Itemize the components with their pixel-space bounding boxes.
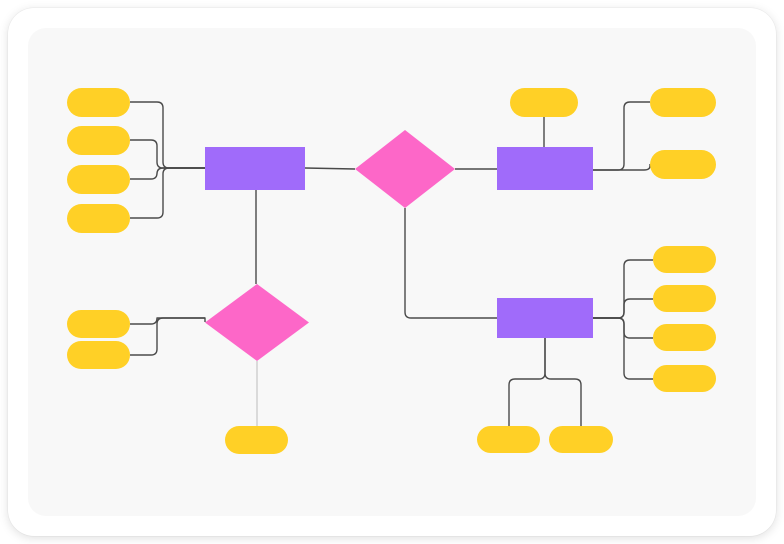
process-box-main-shape[interactable] (205, 147, 305, 190)
edge-ll2-to-decision2 (130, 317, 205, 356)
edge-process3-to-br2 (593, 298, 653, 319)
pill-top-right-out-2[interactable] (650, 150, 716, 179)
process-box-bottom-right-shape[interactable] (497, 298, 593, 338)
pill-lower-left-1[interactable] (67, 310, 130, 338)
decision-diamond-2[interactable] (205, 284, 309, 361)
process-box-top-right[interactable] (497, 147, 593, 190)
pill-bottom-right-out-2-shape[interactable] (653, 285, 716, 312)
pill-bottom-child-1-shape[interactable] (477, 426, 540, 453)
nodes-layer (67, 88, 716, 454)
edge-process3-to-bot2 (544, 338, 582, 426)
edge-left2-to-process (130, 139, 205, 169)
pill-left-input-3-shape[interactable] (67, 165, 130, 194)
pill-top-right-above-shape[interactable] (510, 88, 578, 117)
pill-left-input-1-shape[interactable] (67, 88, 130, 117)
decision-diamond-1-shape[interactable] (355, 130, 455, 208)
process-box-bottom-right[interactable] (497, 298, 593, 338)
pill-lower-left-1-shape[interactable] (67, 310, 130, 338)
edge-process2-to-tr1 (593, 101, 650, 171)
edge-process3-to-br1 (593, 259, 653, 319)
edge-left3-to-process (130, 167, 205, 180)
edge-process3-to-br4 (593, 317, 653, 380)
edge-process-to-decision1 (304, 167, 356, 170)
edge-process2-to-tr2 (593, 164, 651, 171)
pill-bottom-right-out-4[interactable] (653, 365, 716, 392)
pill-top-right-above[interactable] (510, 88, 578, 117)
pill-bottom-right-out-1-shape[interactable] (653, 246, 716, 273)
flowchart-canvas[interactable] (28, 28, 756, 516)
edge-left4-to-process (130, 167, 205, 219)
pill-diamond2-output-shape[interactable] (225, 426, 288, 454)
pill-top-right-out-2-shape[interactable] (650, 150, 716, 179)
process-box-top-right-shape[interactable] (497, 147, 593, 190)
pill-bottom-child-2-shape[interactable] (549, 426, 613, 453)
process-box-main[interactable] (205, 147, 305, 190)
pill-bottom-right-out-4-shape[interactable] (653, 365, 716, 392)
pill-bottom-right-out-2[interactable] (653, 285, 716, 312)
pill-left-input-4-shape[interactable] (67, 204, 130, 233)
edge-left1-to-process (130, 101, 205, 169)
pill-bottom-right-out-1[interactable] (653, 246, 716, 273)
edge-decision1-to-process3 (404, 208, 497, 319)
pill-diamond2-output[interactable] (225, 426, 288, 454)
pill-left-input-2-shape[interactable] (67, 126, 130, 155)
pill-left-input-2[interactable] (67, 126, 130, 155)
pill-lower-left-2-shape[interactable] (67, 341, 130, 369)
edge-ll1-to-decision2 (130, 317, 206, 325)
pill-bottom-child-1[interactable] (477, 426, 540, 453)
pill-top-right-out-1-shape[interactable] (650, 88, 716, 117)
pill-top-right-out-1[interactable] (650, 88, 716, 117)
pill-bottom-right-out-3[interactable] (653, 324, 716, 351)
edge-process3-to-bot1 (508, 338, 546, 426)
pill-bottom-child-2[interactable] (549, 426, 613, 453)
pill-lower-left-2[interactable] (67, 341, 130, 369)
pill-left-input-1[interactable] (67, 88, 130, 117)
decision-diamond-1[interactable] (355, 130, 455, 208)
decision-diamond-2-shape[interactable] (205, 284, 309, 361)
edges-layer (130, 101, 653, 426)
pill-left-input-3[interactable] (67, 165, 130, 194)
pill-bottom-right-out-3-shape[interactable] (653, 324, 716, 351)
pill-left-input-4[interactable] (67, 204, 130, 233)
